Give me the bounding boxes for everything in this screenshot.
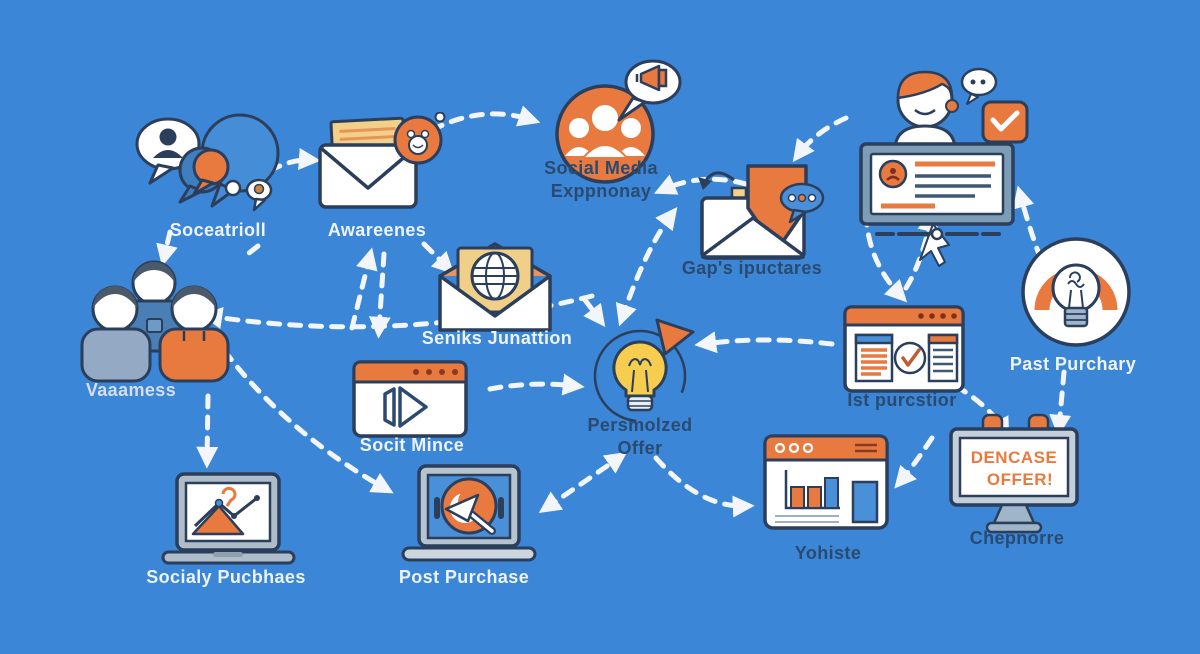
- promo-monitor-icon: DENCASE OFFER!: [949, 413, 1079, 534]
- lightbulb-badge-icon: [1021, 237, 1131, 347]
- social-media-group-icon: [555, 59, 682, 184]
- chat-bubbles-icon: [135, 113, 280, 212]
- node-past-purchase: [1018, 234, 1136, 357]
- audience-group-icon: [80, 260, 230, 383]
- laptop-target-icon: [401, 464, 537, 562]
- newsletter-label: Seniks Junattion: [421, 328, 573, 348]
- email-label: Awareenes: [327, 220, 427, 240]
- node-post-purchase: [398, 463, 540, 575]
- newsletter-globe-icon: [438, 242, 552, 332]
- support-monitor-icon: [859, 67, 1029, 241]
- node-website: [763, 434, 890, 536]
- website-chart-icon: [763, 434, 889, 530]
- offer-label-line1: Persmolzed: [587, 415, 693, 435]
- inbox-arrow-icon: [698, 164, 825, 260]
- laptop-analytics-icon: [161, 472, 296, 565]
- chat-label: Soceatrioll: [169, 220, 267, 240]
- node-first-purchase: [843, 305, 965, 398]
- node-newsletter: [428, 232, 563, 339]
- social-analytics-label: Socialy Pucbhaes: [146, 567, 306, 587]
- social-label-line2: Exppnonay: [550, 180, 652, 201]
- post-purchase-label: Post Purchase: [398, 567, 530, 587]
- promo-screen-line1: DENCASE: [971, 448, 1058, 467]
- video-label: Socit Mince: [359, 435, 465, 455]
- offer-label-line2: Offer: [617, 437, 663, 458]
- node-support-monitor: [855, 58, 1030, 253]
- node-video: [352, 360, 470, 445]
- promo-screen-line2: OFFER!: [987, 470, 1053, 489]
- node-social: [545, 58, 695, 191]
- inbox-label: Gap's ipuctares: [681, 258, 823, 278]
- past-purchase-label: Past Purchary: [1009, 354, 1137, 374]
- node-audience: [72, 253, 237, 388]
- social-label-line1: Social Media: [544, 158, 658, 178]
- node-chat: [128, 108, 303, 233]
- checkout-browser-icon: [843, 305, 965, 393]
- node-promo: DENCASE OFFER!: [943, 413, 1085, 542]
- node-offer: [583, 316, 705, 433]
- cursor-icon: [919, 223, 950, 267]
- email-badge-icon: [318, 111, 446, 209]
- node-social-analytics: [155, 470, 302, 577]
- node-inbox: [692, 160, 832, 275]
- video-player-icon: [352, 360, 468, 438]
- offer-label: Persmolzed Offer: [587, 414, 692, 459]
- promo-label: Chepnorre: [969, 528, 1065, 548]
- first-purchase-label: Ist purcstior: [847, 390, 957, 410]
- node-email: [312, 111, 447, 225]
- audience-label: Vaaamess: [85, 380, 177, 400]
- website-label: Yohiste: [794, 543, 862, 563]
- idea-offer-icon: [593, 318, 695, 423]
- social-label: Social Media Exppnonay: [544, 157, 658, 202]
